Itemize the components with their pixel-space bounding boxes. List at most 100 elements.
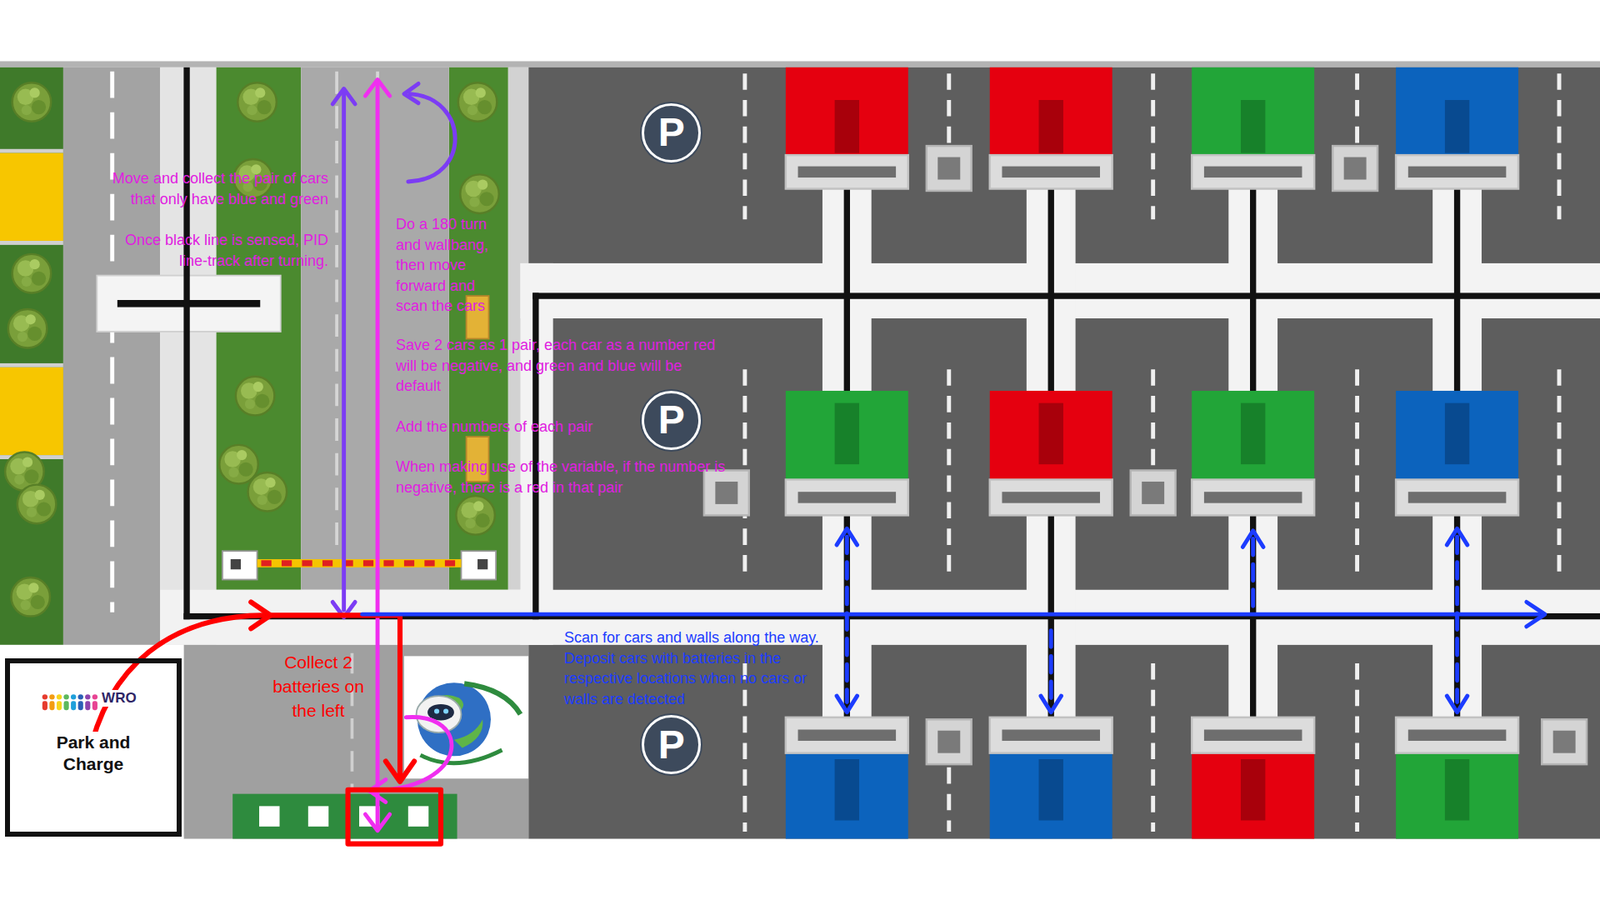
outer-road — [110, 71, 115, 613]
logo-panel: WRO Park and Charge — [5, 658, 182, 837]
parking-bar — [1395, 717, 1519, 754]
blue-route-arrow — [1242, 530, 1263, 548]
logo-artwork — [64, 700, 70, 710]
parking-dashes — [1150, 369, 1155, 470]
logo-artwork — [5, 655, 531, 837]
logo-artwork — [78, 694, 84, 700]
purple-route-arrow — [404, 83, 419, 103]
logo-artwork — [63, 694, 69, 700]
tree-group — [10, 577, 50, 617]
blue-route-arrow — [1446, 695, 1467, 713]
parking-sign: P — [641, 103, 701, 163]
barrier-gate — [260, 560, 460, 566]
car — [1240, 759, 1265, 820]
red-route-arrow — [270, 615, 400, 778]
car — [1039, 759, 1064, 820]
car — [785, 67, 909, 155]
parking-sign: P — [641, 715, 701, 775]
charging-station — [926, 719, 972, 765]
strategy-note: Move and collect the pair of cars that o… — [86, 168, 329, 210]
blue-route-arrow — [836, 695, 857, 713]
car — [785, 390, 909, 480]
sign-letter: P — [658, 400, 685, 440]
battery-area — [259, 805, 280, 826]
car — [1445, 403, 1470, 465]
logo-artwork — [85, 694, 90, 700]
logo-artwork — [92, 700, 98, 710]
car — [835, 100, 860, 154]
parking-bar — [1408, 491, 1507, 503]
parking-dashes — [1150, 663, 1155, 832]
parking-bar — [785, 155, 1519, 754]
charging-station — [1130, 470, 1176, 515]
car — [1395, 67, 1519, 155]
grass-strip — [0, 153, 64, 241]
strategy-note: Collect 2 batteries on the left — [271, 650, 365, 723]
parking-bar — [1204, 491, 1303, 503]
barrier-gate — [222, 550, 496, 580]
car — [1191, 67, 1315, 155]
parking-dashes — [1355, 663, 1360, 832]
tree-group — [219, 445, 259, 485]
parking-bar — [785, 155, 909, 189]
inner-road — [335, 71, 339, 552]
logo-artwork — [78, 700, 84, 710]
magenta-route-arrow — [365, 814, 390, 831]
parking-bar — [798, 166, 897, 178]
parking-bar — [798, 730, 897, 741]
barrier-gate — [257, 559, 462, 568]
blue-route-arrow — [1049, 630, 1054, 703]
game-title: Park and Charge — [40, 731, 147, 775]
lower-area — [350, 653, 355, 789]
car — [1039, 100, 1064, 154]
strategy-note: Once black line is sensed, PID line-trac… — [105, 230, 329, 271]
parking-dashes — [1557, 73, 1562, 220]
strategy-note: Add the numbers of each pair — [395, 416, 723, 438]
charging-station — [704, 470, 750, 515]
black-line — [1454, 515, 1460, 720]
blue-route-arrow — [1455, 536, 1460, 702]
car — [785, 67, 1519, 840]
blue-route-arrow — [362, 612, 1540, 617]
barrier-gate — [460, 550, 496, 580]
purple-route-arrow — [341, 94, 346, 611]
lower-area — [0, 645, 184, 840]
parking-bar — [1001, 166, 1100, 178]
black-line — [1048, 515, 1055, 720]
logo-artwork — [70, 694, 76, 700]
charging-station — [704, 145, 1587, 765]
parking-bar — [1408, 730, 1507, 741]
parking-bar — [990, 480, 1113, 516]
parking-bar — [1395, 155, 1519, 189]
car — [990, 753, 1113, 840]
parking-bar — [1204, 166, 1303, 178]
parking-bar — [785, 717, 909, 754]
logo-artwork — [434, 708, 440, 714]
parking-bar — [1001, 491, 1100, 503]
logo-artwork — [70, 700, 76, 710]
parking-dashes — [745, 73, 1560, 832]
grass-strip — [0, 149, 64, 154]
tree-group — [12, 254, 52, 294]
black-line — [1454, 189, 1460, 391]
grass-strip — [0, 67, 64, 645]
car — [785, 753, 909, 840]
car — [1445, 759, 1470, 820]
parking-lot — [520, 67, 1600, 840]
outer-road — [63, 67, 217, 645]
grass-strip — [0, 67, 64, 645]
parking-lot — [520, 263, 553, 645]
battery-area — [408, 805, 429, 826]
car — [1240, 403, 1265, 465]
logo-artwork — [42, 700, 48, 710]
car — [1395, 753, 1519, 840]
brand-name: WRO — [100, 690, 139, 707]
logo-artwork — [56, 700, 62, 710]
charging-station — [1332, 145, 1378, 191]
magenta-route-arrow — [365, 80, 452, 831]
parking-bar — [1191, 717, 1315, 754]
outer-road — [160, 67, 216, 645]
